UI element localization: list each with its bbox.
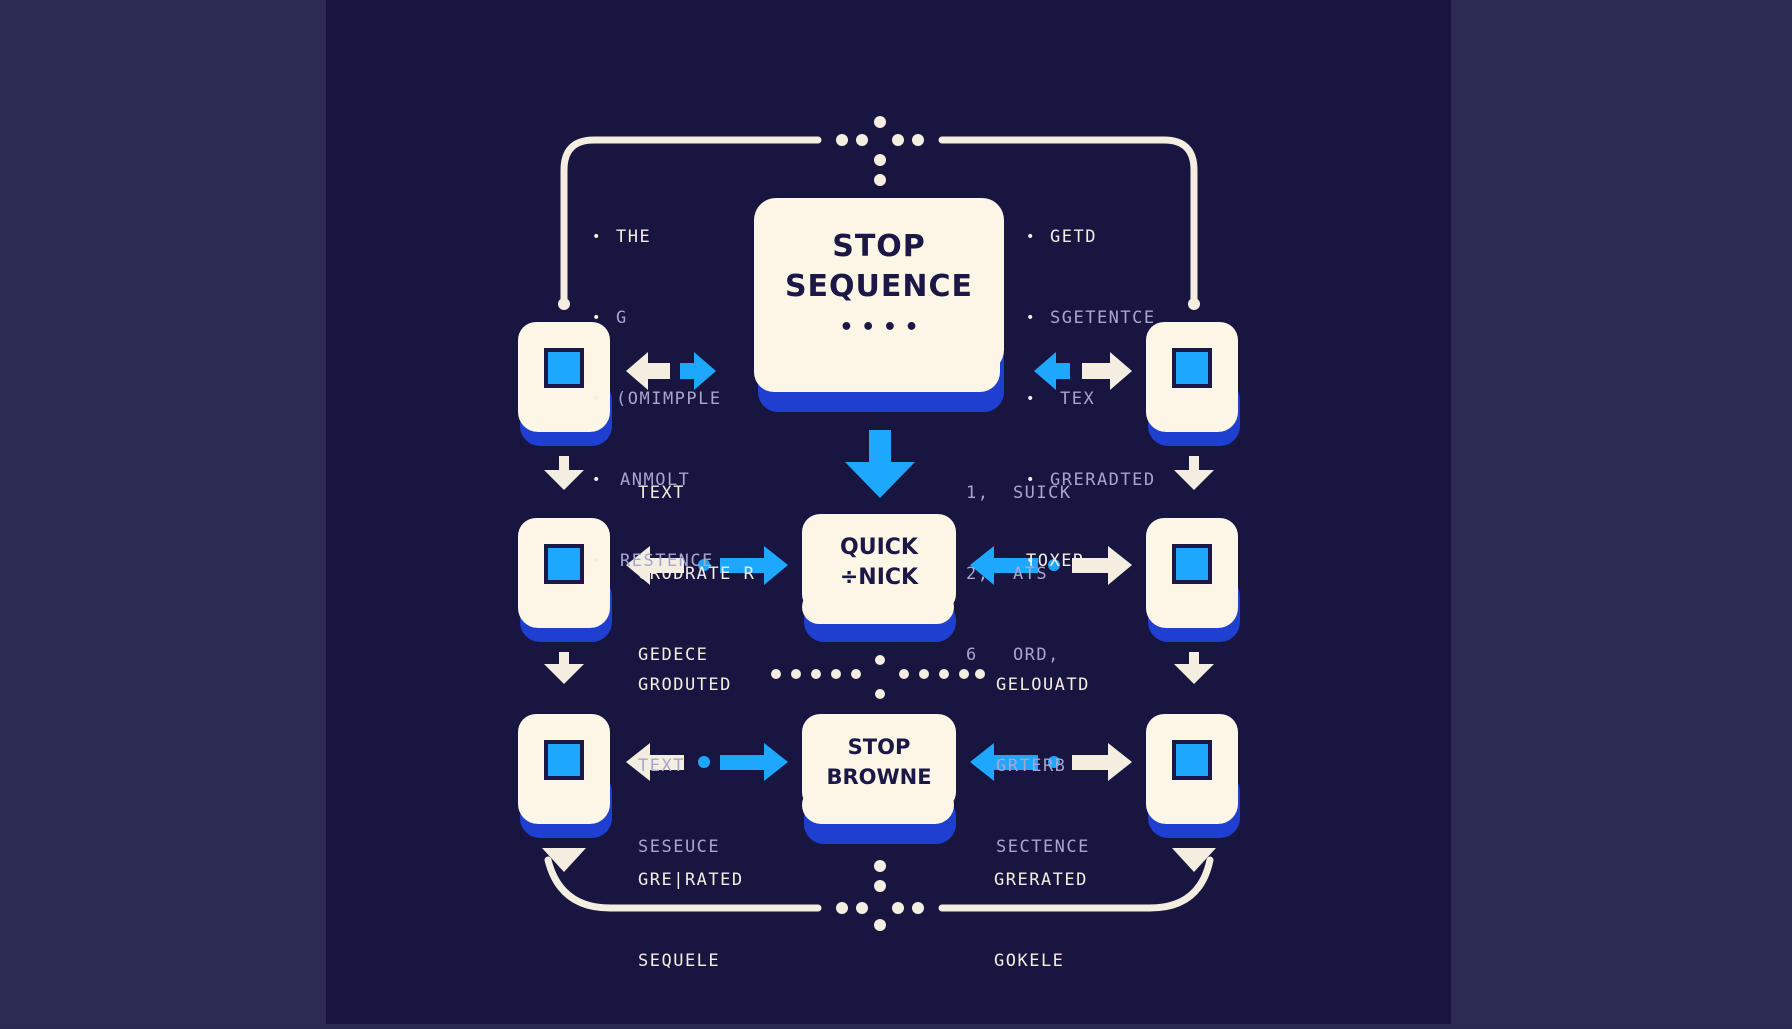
text-line: GRERATED (994, 870, 1088, 890)
text-line: GEDECE (638, 645, 709, 665)
bottom-right-text: GRERATED GOKELE (994, 813, 1088, 1029)
text-line: TEXT (638, 756, 685, 776)
mid-right-text: 1, SUICK 2, ATS 6 ORD, (966, 426, 1072, 723)
card-dots: • • • • (839, 315, 919, 340)
list-item: THE (592, 224, 722, 251)
left-margin (0, 0, 326, 1024)
list-item: SGETENTCE (1026, 305, 1156, 332)
window-node-icon (544, 348, 584, 388)
list-item: RESTENCE (592, 548, 722, 575)
mid-left-text: TEXT GRODRATE R GEDECE (638, 426, 755, 723)
card-title-line1: STOP (832, 229, 926, 264)
window-node-icon (1172, 740, 1212, 780)
bottom-left-text: GRE|RATED SEQUELE (638, 813, 744, 1029)
down-arrow-icon (845, 430, 915, 498)
text-line: GOKELE (994, 951, 1065, 971)
text-line: GRE|RATED (638, 870, 744, 890)
window-node-icon (544, 544, 584, 584)
text-line: TEXT (638, 483, 685, 503)
card-title-line2: SEQUENCE (784, 269, 974, 304)
top-left-loop-line (560, 136, 822, 304)
text-line: 6 ORD, (966, 645, 1060, 665)
text-line: 1, SUICK (966, 483, 1072, 503)
text-line: SEQUELE (638, 951, 721, 971)
dotted-connectors (558, 116, 1200, 931)
lower-right-text: GELOUATD GRTERB SECTENCE (996, 618, 1090, 915)
window-node-icon (544, 740, 584, 780)
top-right-list: GETD SGETENTCE TEX GRERADTED TOXER (1026, 170, 1156, 629)
card-title-line2: ÷NICK (839, 565, 919, 590)
card-title-line1: QUICK (840, 535, 918, 560)
window-node-icon (1172, 544, 1212, 584)
double-arrow-icon (626, 743, 1132, 781)
text-line: GRTERB (996, 756, 1067, 776)
top-right-loop-line (938, 136, 1198, 304)
card-title-line1: STOP (847, 735, 911, 759)
side-down-arrows (542, 456, 1216, 872)
list-item: GRERADTED (1026, 467, 1156, 494)
text-line: 2, ATS (966, 564, 1049, 584)
list-item: (OMIMPPLE (592, 386, 722, 413)
diagram-panel (326, 0, 1451, 1024)
double-arrow-icon (626, 352, 1132, 390)
bottom-left-loop-line (544, 856, 822, 912)
lower-left-text: GRODUTED TEXT SESEUCE (638, 618, 732, 915)
top-left-list: THE G (OMIMPPLE ANMOLT RESTENCE (592, 170, 722, 629)
text-line: GELOUATD (996, 675, 1090, 695)
text-line: GRODRATE R (638, 564, 756, 584)
text-line: SESEUCE (638, 837, 721, 857)
list-item: TOXER (1026, 548, 1156, 575)
list-item: ANMOLT (592, 467, 722, 494)
card-title-line2: BROWNE (826, 765, 932, 789)
right-margin (1451, 0, 1792, 1024)
window-node-icon (1172, 348, 1212, 388)
bottom-right-loop-line (938, 856, 1214, 912)
list-item: TEX (1026, 386, 1156, 413)
list-item: G (592, 305, 722, 332)
text-line: SECTENCE (996, 837, 1090, 857)
list-item: GETD (1026, 224, 1156, 251)
text-line: GRODUTED (638, 675, 732, 695)
